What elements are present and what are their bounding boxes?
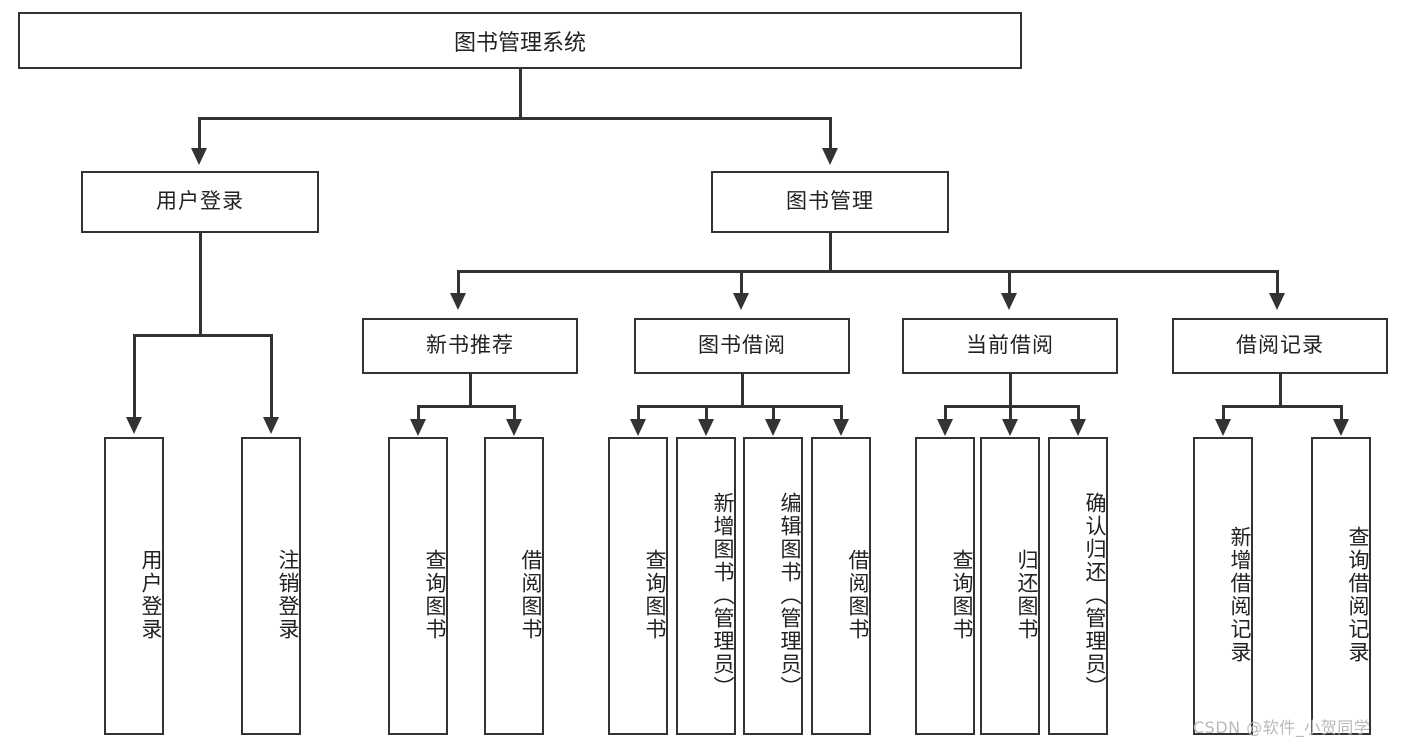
connector-root-to-book-management (829, 117, 832, 149)
connector-current-borrow-bus (944, 405, 1079, 408)
node-label: 确认归还（管理员） (1083, 491, 1107, 699)
arrowhead-group-new-book (450, 293, 466, 310)
connector-new-book-leaf-1 (417, 405, 420, 420)
leaf-query-book-borrow[interactable]: 查询图书 (608, 437, 668, 735)
node-label: 借阅记录 (1236, 333, 1324, 358)
connector-new-book-leaf-2 (513, 405, 516, 420)
node-label: 查询图书 (643, 549, 667, 641)
node-label: 新增图书（管理员） (711, 491, 735, 699)
arrowhead-leaf-return-book (1002, 419, 1018, 436)
node-label: 新增借阅记录 (1228, 526, 1252, 664)
connector-book-borrow-leaf-2 (705, 405, 708, 420)
leaf-add-borrow-record[interactable]: 新增借阅记录 (1193, 437, 1253, 735)
connector-group-1 (457, 270, 460, 294)
connector-new-book-stem (469, 374, 472, 407)
connector-user-login-leaf-2 (270, 334, 273, 418)
leaf-confirm-return-admin[interactable]: 确认归还（管理员） (1048, 437, 1108, 735)
node-label: 借阅图书 (846, 549, 870, 641)
arrowhead-leaf-borrow-book-2 (833, 419, 849, 436)
connector-current-borrow-stem (1009, 374, 1012, 407)
arrowhead-leaf-confirm-return (1070, 419, 1086, 436)
connector-root-to-user-login (198, 117, 201, 149)
connector-group-3 (1008, 270, 1011, 294)
connector-book-management-stem (829, 233, 832, 272)
arrowhead-leaf-logout (263, 417, 279, 434)
arrowhead-book-management (822, 148, 838, 165)
connector-current-borrow-leaf-3 (1077, 405, 1080, 420)
node-label: 借阅图书 (519, 549, 543, 641)
connector-group-2 (740, 270, 743, 294)
leaf-add-book-admin[interactable]: 新增图书（管理员） (676, 437, 736, 735)
leaf-logout[interactable]: 注销登录 (241, 437, 301, 735)
node-label: 编辑图书（管理员） (778, 491, 802, 699)
node-label: 查询图书 (950, 549, 974, 641)
node-user-login[interactable]: 用户登录 (81, 171, 319, 233)
leaf-borrow-book[interactable]: 借阅图书 (811, 437, 871, 735)
watermark-text: CSDN @软件_小贺同学 (1193, 718, 1371, 737)
arrowhead-user-login (191, 148, 207, 165)
node-book-borrow[interactable]: 图书借阅 (634, 318, 850, 374)
node-label: 查询借阅记录 (1346, 526, 1370, 664)
node-label: 图书借阅 (698, 333, 786, 358)
connector-current-borrow-leaf-1 (944, 405, 947, 420)
node-borrow-record[interactable]: 借阅记录 (1172, 318, 1388, 374)
connector-user-login-leaf-1 (133, 334, 136, 418)
leaf-query-borrow-record[interactable]: 查询借阅记录 (1311, 437, 1371, 735)
node-label: 当前借阅 (966, 333, 1054, 358)
arrowhead-leaf-query-book-3 (937, 419, 953, 436)
connector-root-stem (519, 69, 522, 119)
connector-root-bus (198, 117, 832, 120)
node-label: 用户登录 (139, 549, 163, 641)
node-root-book-management-system[interactable]: 图书管理系统 (18, 12, 1022, 69)
node-label: 注销登录 (276, 549, 300, 641)
connector-group-4 (1276, 270, 1279, 294)
connector-user-login-bus (133, 334, 273, 337)
node-new-book-recommend[interactable]: 新书推荐 (362, 318, 578, 374)
leaf-borrow-book-new-book[interactable]: 借阅图书 (484, 437, 544, 735)
arrowhead-group-current-borrow (1001, 293, 1017, 310)
node-current-borrow[interactable]: 当前借阅 (902, 318, 1118, 374)
connector-current-borrow-leaf-2 (1009, 405, 1012, 420)
arrowhead-leaf-query-book-1 (410, 419, 426, 436)
connector-book-borrow-leaf-1 (637, 405, 640, 420)
leaf-query-book-current[interactable]: 查询图书 (915, 437, 975, 735)
connector-borrow-record-stem (1279, 374, 1282, 407)
arrowhead-leaf-query-book-2 (630, 419, 646, 436)
arrowhead-leaf-add-record (1215, 419, 1231, 436)
node-label: 图书管理系统 (453, 30, 586, 56)
connector-borrow-record-leaf-1 (1222, 405, 1225, 420)
node-label: 图书管理 (786, 189, 874, 214)
connector-borrow-record-bus (1222, 405, 1342, 408)
node-label: 新书推荐 (426, 333, 514, 358)
arrowhead-group-book-borrow (733, 293, 749, 310)
arrowhead-leaf-edit-book (765, 419, 781, 436)
arrowhead-leaf-query-record (1333, 419, 1349, 436)
arrowhead-leaf-user-login (126, 417, 142, 434)
connector-new-book-bus (417, 405, 515, 408)
connector-book-borrow-bus (637, 405, 842, 408)
connector-book-borrow-stem (741, 374, 744, 407)
node-book-management[interactable]: 图书管理 (711, 171, 949, 233)
node-label: 查询图书 (423, 549, 447, 641)
node-label: 用户登录 (156, 189, 244, 214)
arrowhead-leaf-add-book (698, 419, 714, 436)
leaf-query-book-new-book[interactable]: 查询图书 (388, 437, 448, 735)
connector-user-login-stem (199, 233, 202, 336)
node-label: 归还图书 (1015, 549, 1039, 641)
connector-book-management-bus (457, 270, 1278, 273)
connector-book-borrow-leaf-4 (840, 405, 843, 420)
arrowhead-group-borrow-record (1269, 293, 1285, 310)
leaf-user-login[interactable]: 用户登录 (104, 437, 164, 735)
arrowhead-leaf-borrow-book-1 (506, 419, 522, 436)
leaf-return-book[interactable]: 归还图书 (980, 437, 1040, 735)
connector-borrow-record-leaf-2 (1340, 405, 1343, 420)
leaf-edit-book-admin[interactable]: 编辑图书（管理员） (743, 437, 803, 735)
connector-book-borrow-leaf-3 (772, 405, 775, 420)
